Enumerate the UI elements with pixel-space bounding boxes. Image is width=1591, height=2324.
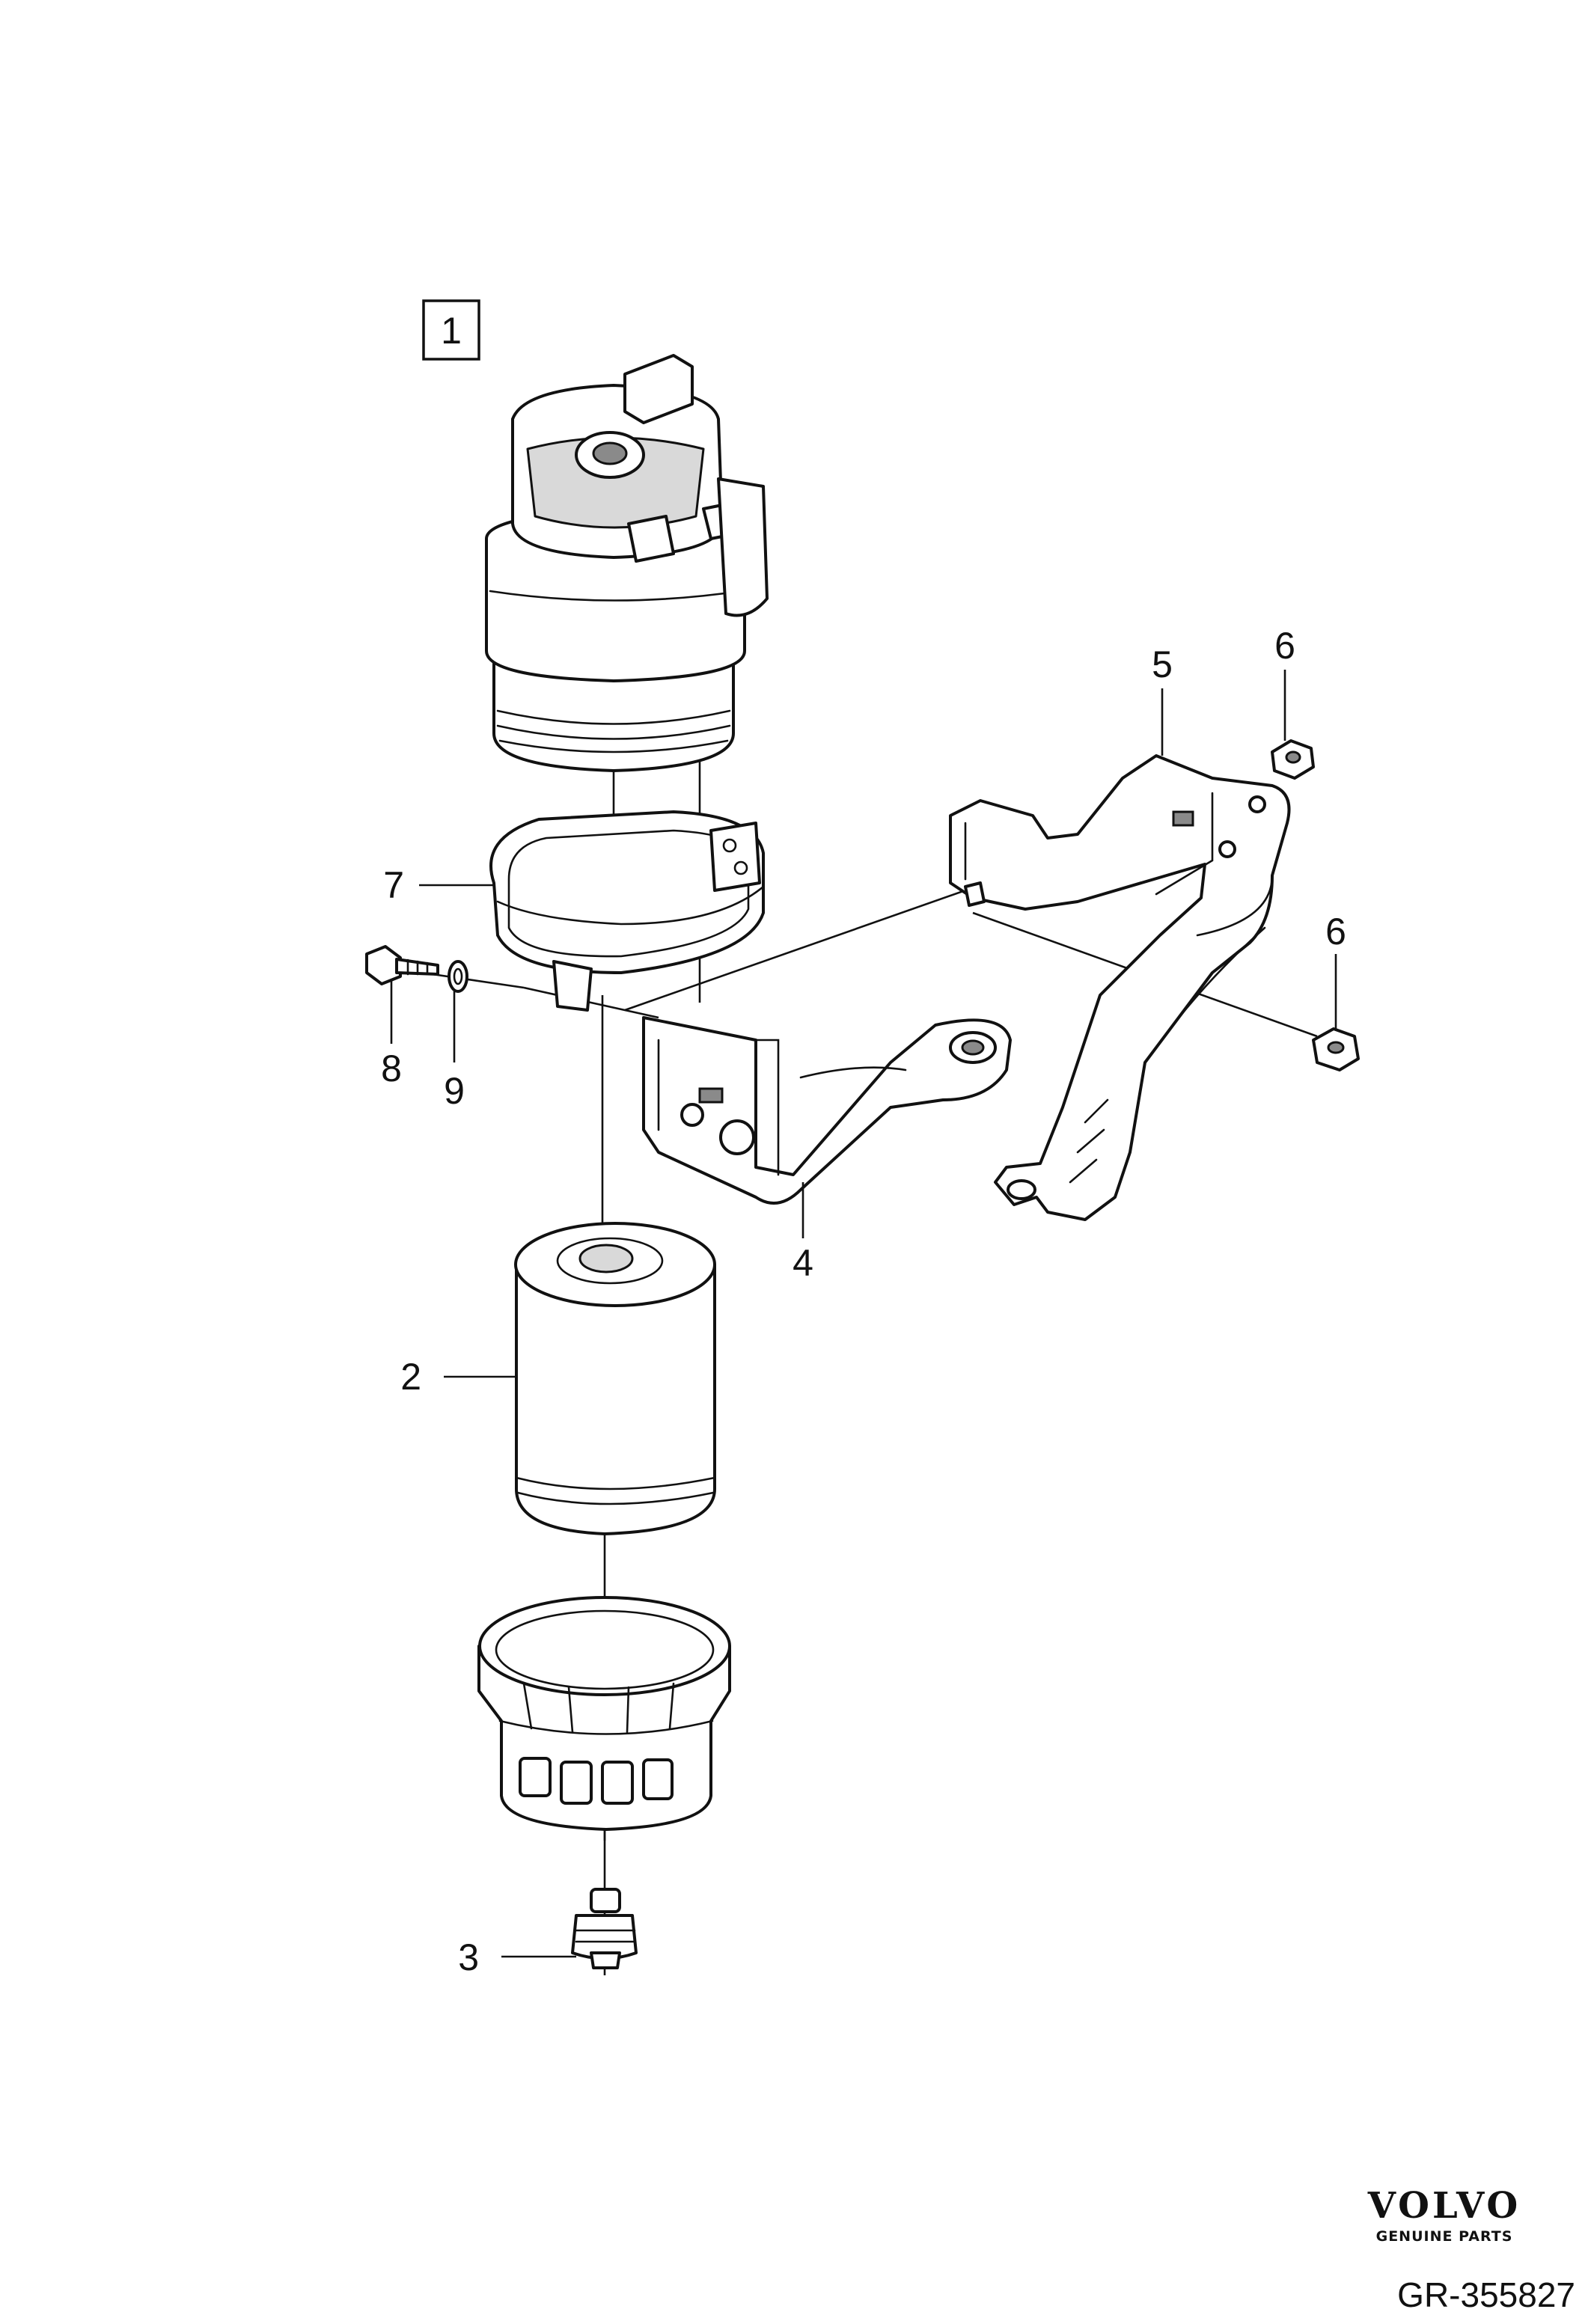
callout-labels: 2 3 4 5 6 6 7 8 9 — [381, 625, 1346, 1978]
callout-6-upper: 6 — [1274, 625, 1295, 667]
callout-6-lower: 6 — [1325, 911, 1346, 952]
filter-housing — [485, 354, 769, 772]
clamp-band — [489, 810, 765, 1012]
callout-5: 5 — [1152, 643, 1173, 685]
bolt — [365, 945, 439, 985]
drain-bowl — [477, 1596, 731, 1831]
nut-upper — [1271, 739, 1315, 780]
filter-element — [514, 1222, 716, 1535]
callout-leaders — [390, 670, 1337, 1958]
callout-3: 3 — [458, 1936, 479, 1978]
reference-code: GR-355827 — [1397, 2275, 1575, 2314]
volvo-logo: VOLVO — [1367, 2185, 1521, 2227]
assembly-label: 1 — [422, 299, 480, 361]
nut-lower — [1312, 1027, 1360, 1071]
upper-bracket — [949, 754, 1291, 1221]
callout-2: 2 — [400, 1356, 421, 1398]
washer — [448, 960, 468, 993]
callout-7: 7 — [383, 864, 404, 906]
callout-9: 9 — [444, 1070, 465, 1112]
brand-tagline: GENUINE PARTS — [1375, 2228, 1513, 2245]
assembly-label-text: 1 — [441, 310, 462, 352]
callout-8: 8 — [381, 1048, 402, 1089]
callout-4: 4 — [793, 1242, 813, 1284]
drain-plug — [571, 1888, 638, 1969]
lower-bracket — [642, 1016, 1012, 1205]
